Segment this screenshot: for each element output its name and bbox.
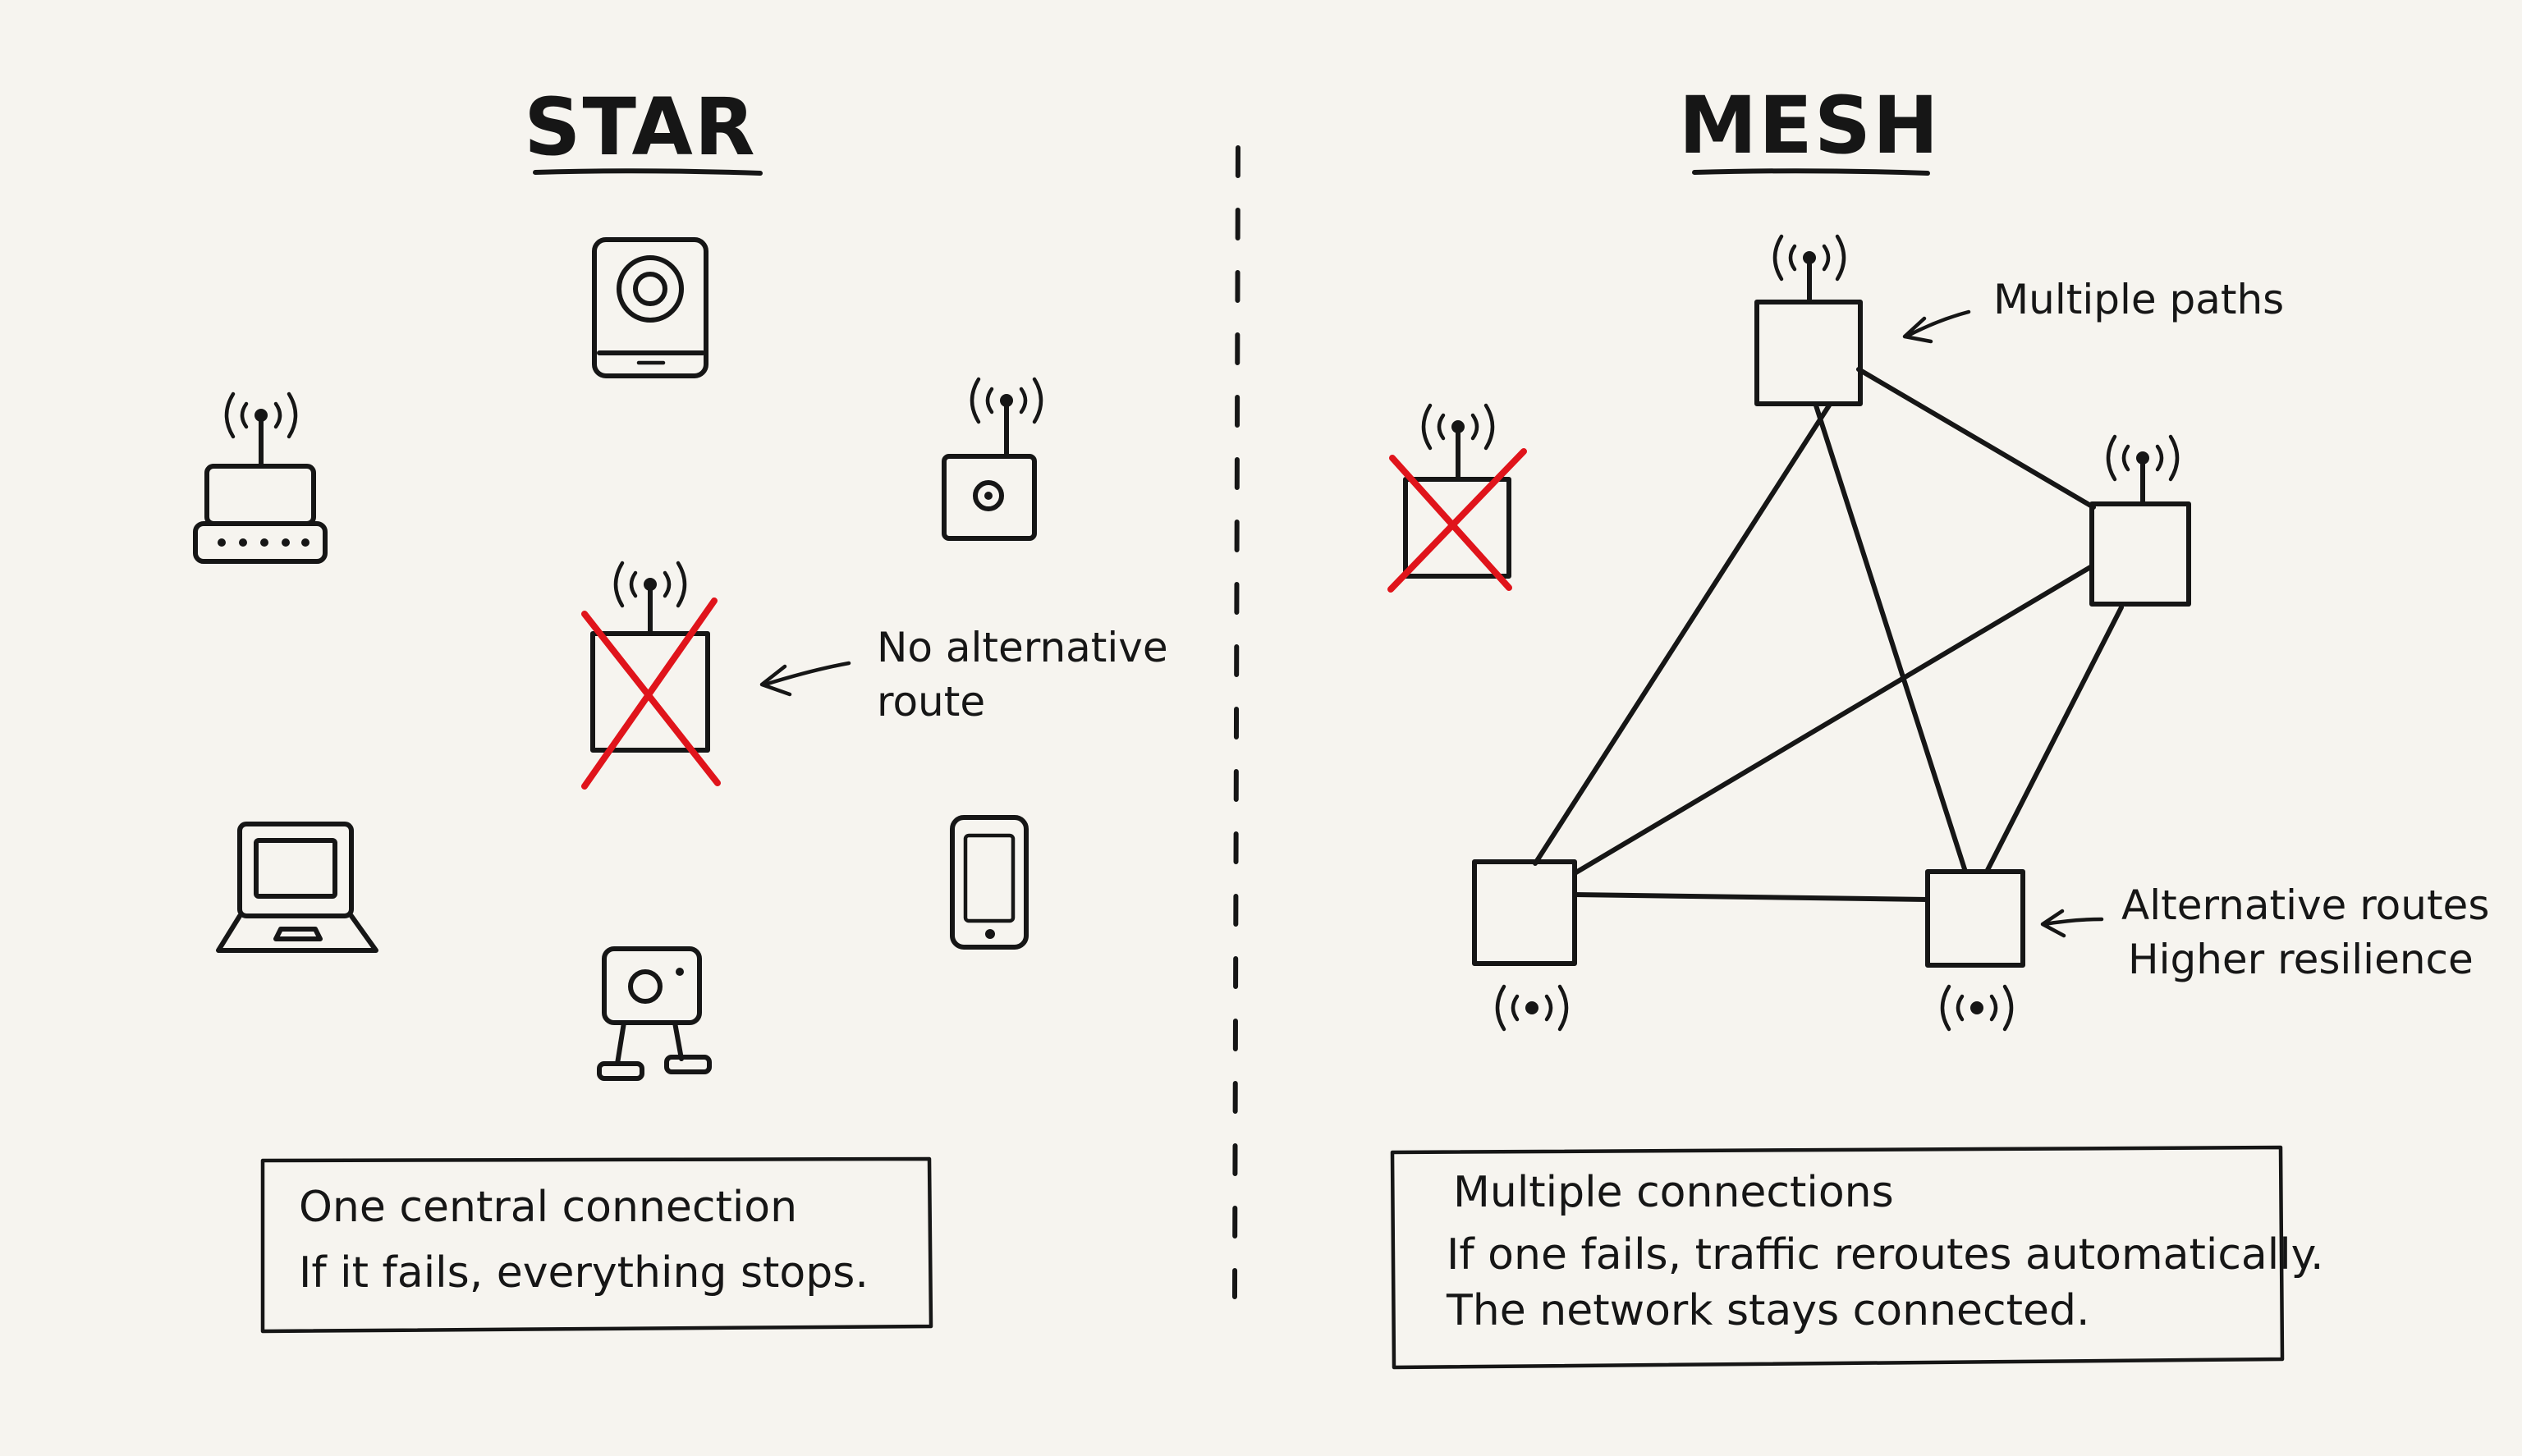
paths-arrow-head <box>1902 316 1933 344</box>
mesh-top-note: Multiple paths <box>1993 276 2284 323</box>
central-hub-icon <box>581 561 721 790</box>
mesh-caption-line2: If one fails, traffic reroutes automatic… <box>1447 1230 2324 1280</box>
note-arrow-head <box>759 664 792 697</box>
speaker-icon <box>592 237 708 378</box>
laptop-icon <box>216 822 378 953</box>
star-title-underline <box>533 168 763 176</box>
star-caption-line2: If it fails, everything stops. <box>299 1248 869 1298</box>
camera-icon <box>597 946 712 1081</box>
mesh-title: MESH <box>1679 80 1941 172</box>
mesh-node-top <box>1754 234 1863 406</box>
failure-cross-mark <box>581 611 721 786</box>
mesh-node-right <box>2089 434 2191 607</box>
mesh-caption-box: Multiple connections If one fails, traff… <box>1390 1145 2324 1370</box>
mesh-node-bottom-right <box>1925 869 2025 1032</box>
star-caption-line1: One central connection <box>299 1183 797 1232</box>
routes-arrow-line <box>2042 917 2104 927</box>
mesh-side-note-line1: Alternative routes <box>2121 881 2489 929</box>
sensor-icon <box>942 377 1043 541</box>
star-note-line1: No alternative <box>877 624 1168 671</box>
star-caption-box: One central connection If it fails, ever… <box>260 1156 933 1334</box>
smartphone-icon <box>950 815 1029 950</box>
mesh-title-underline <box>1692 168 1930 176</box>
panel-divider <box>1232 145 1240 1299</box>
mesh-node-bottom-left <box>1472 859 1577 1032</box>
mesh-links <box>1533 367 2124 902</box>
mesh-caption-line3: The network stays connected. <box>1446 1286 2090 1335</box>
mesh-node-failed <box>1387 403 1527 593</box>
mesh-side-note-line2: Higher resilience <box>2128 936 2474 983</box>
star-title: STAR <box>524 81 756 173</box>
mesh-panel: MESH <box>1387 80 2489 1370</box>
router-icon <box>193 391 328 564</box>
paths-arrow-line <box>1904 309 1971 339</box>
star-note-line2: route <box>877 678 985 726</box>
note-arrow-line <box>763 661 851 687</box>
routes-arrow-head <box>2040 909 2066 938</box>
star-panel: STAR <box>193 81 1168 1334</box>
mesh-caption-line1: Multiple connections <box>1453 1168 1894 1217</box>
